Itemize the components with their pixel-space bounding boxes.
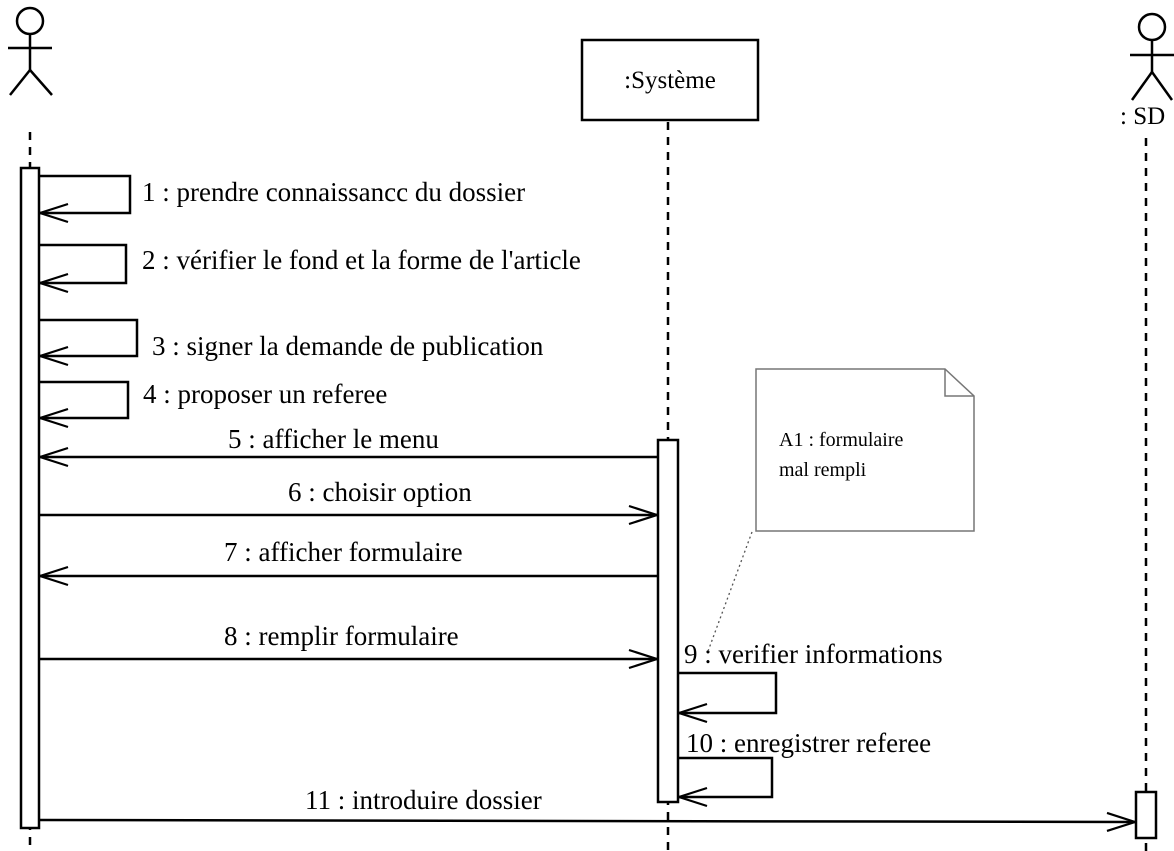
message-8-label: 8 : remplir formulaire	[224, 621, 459, 651]
message-1-arrow	[40, 174, 132, 213]
message-10-label: 10 : enregistrer referee	[686, 728, 931, 758]
message-4-arrow	[40, 380, 130, 418]
message-7-label: 7 : afficher formulaire	[224, 537, 463, 567]
message-3-label: 3 : signer la demande de publication	[152, 331, 544, 361]
message-10-arrow	[679, 756, 774, 797]
note-connector	[706, 531, 753, 655]
left-activation-bar	[19, 166, 41, 830]
sd-activation-bar	[1134, 790, 1158, 840]
note-box	[755, 368, 975, 532]
message-2-arrow	[40, 243, 128, 283]
sd-actor-label: : SD	[1120, 103, 1165, 130]
system-object-label: :Système	[624, 67, 716, 94]
left-actor-icon	[8, 6, 53, 96]
note-text-line-1: A1 : formulaire	[779, 429, 904, 451]
message-11-arrow	[39, 820, 1135, 822]
message-2-label: 2 : vérifier le fond et la forme de l'ar…	[142, 245, 581, 275]
message-4-label: 4 : proposer un referee	[143, 379, 387, 409]
system-activation-bar	[656, 438, 680, 804]
message-1-label: 1 : prendre connaissancc du dossier	[142, 177, 525, 207]
note-text-line-2: mal rempli	[779, 459, 867, 481]
sd-actor-icon	[1130, 12, 1174, 101]
message-5-label: 5 : afficher le menu	[228, 424, 439, 454]
message-9-label: 9 : verifier informations	[684, 639, 943, 669]
message-11-label: 11 : introduire dossier	[305, 785, 542, 815]
message-6-label: 6 : choisir option	[288, 477, 472, 507]
system-object-box	[580, 38, 760, 122]
message-9-arrow	[679, 671, 778, 713]
message-3-arrow	[40, 318, 139, 356]
